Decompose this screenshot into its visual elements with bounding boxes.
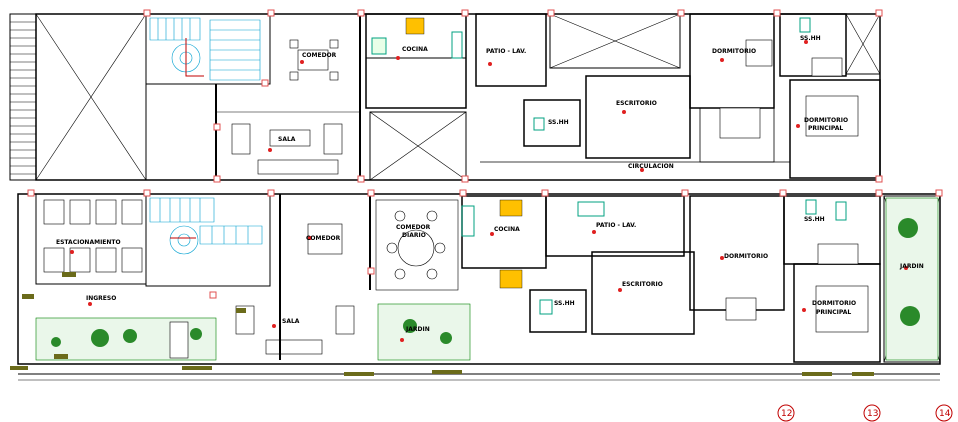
- room-label: COCINA: [494, 226, 520, 233]
- axis-label: 14: [939, 409, 951, 419]
- room-label: SS.HH: [548, 119, 569, 126]
- level-markers: [10, 272, 874, 376]
- bottom-furniture: [43, 199, 869, 355]
- bottom-stair: [149, 197, 263, 255]
- axis-label: 13: [867, 409, 878, 419]
- top-furniture: [231, 39, 859, 175]
- room-label: CIRCULACION: [628, 163, 674, 170]
- room-label: COCINA: [402, 46, 428, 53]
- top-room-labels: COMEDOR COCINA PATIO - LAV. DORMITORIO S…: [278, 35, 848, 170]
- room-label: DORMITORIO: [804, 117, 848, 124]
- room-label: DIARIO: [402, 232, 426, 239]
- room-label: JARDIN: [405, 326, 430, 333]
- room-label: DORMITORIO: [812, 300, 856, 307]
- grid-axis-markers: 12 13 14: [777, 404, 953, 422]
- axis-label: 12: [781, 409, 792, 419]
- room-label: PATIO - LAV.: [486, 48, 526, 55]
- room-label: PRINCIPAL: [808, 125, 843, 132]
- room-label: PRINCIPAL: [816, 309, 851, 316]
- room-label: SALA: [282, 318, 300, 325]
- bottom-room-labels: ESTACIONAMIENTO COMEDOR COMEDOR DIARIO C…: [56, 216, 924, 333]
- room-label: SS.HH: [800, 35, 821, 42]
- room-label: ESCRITORIO: [616, 100, 657, 107]
- room-label: SS.HH: [554, 300, 575, 307]
- room-label: COMEDOR: [302, 52, 337, 59]
- room-label: INGRESO: [86, 295, 116, 302]
- room-label: DORMITORIO: [712, 48, 756, 55]
- room-label: SS.HH: [804, 216, 825, 223]
- top-floor-plan: [9, 13, 881, 181]
- room-label: ESCRITORIO: [622, 281, 663, 288]
- room-label: COMEDOR: [396, 224, 431, 231]
- column-markers-bottom: [27, 189, 943, 299]
- room-label: SALA: [278, 136, 296, 143]
- room-label: JARDIN: [899, 263, 924, 270]
- room-label: ESTACIONAMIENTO: [56, 239, 121, 246]
- room-label: COMEDOR: [306, 235, 341, 242]
- room-label: PATIO - LAV.: [596, 222, 636, 229]
- room-label: DORMITORIO: [724, 253, 768, 260]
- column-markers-top: [143, 9, 883, 183]
